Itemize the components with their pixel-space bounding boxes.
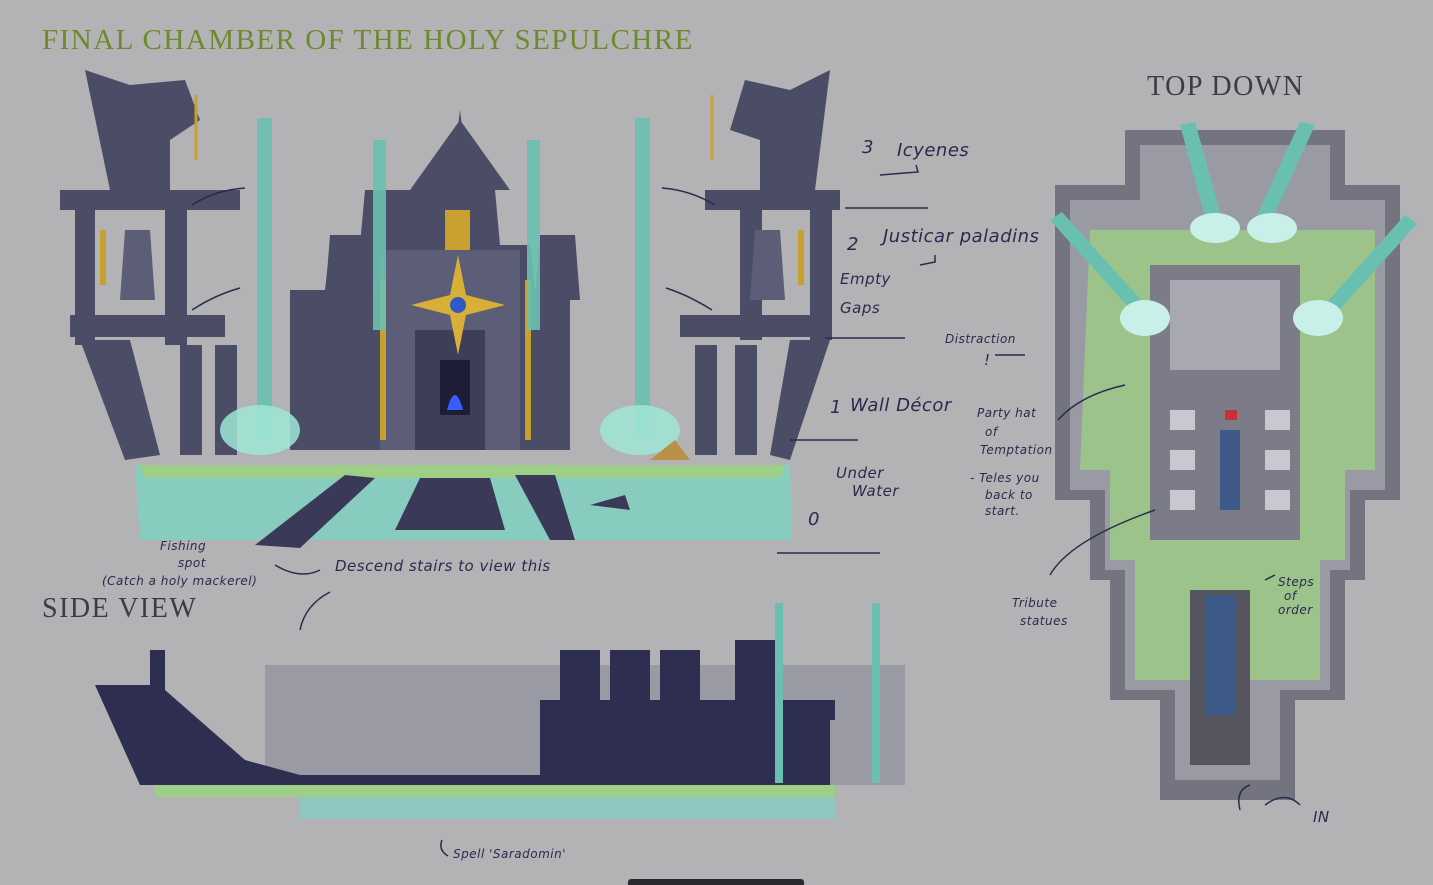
party-hat-label-1: Party hat xyxy=(977,406,1037,420)
fishing-spot-label-1: Fishing xyxy=(160,539,207,553)
top-down-illustration xyxy=(1050,122,1417,800)
teles-label-2: back to xyxy=(985,488,1033,502)
wall-decor-number: 1 xyxy=(830,397,842,418)
side-view-heading: SIDE VIEW xyxy=(42,593,198,624)
teles-label-1: - Teles you xyxy=(970,471,1040,485)
front-annotation-lines xyxy=(191,164,936,631)
under-water-label-2: Water xyxy=(852,482,899,500)
steps-of-order-label-3: order xyxy=(1278,603,1313,617)
under-water-label-1: Under xyxy=(836,464,884,482)
fishing-spot-label-2: spot xyxy=(178,556,206,570)
wall-decor-label: Wall Décor xyxy=(850,395,952,416)
entrance-in-label: IN xyxy=(1313,808,1330,826)
steps-of-order-label-1: Steps xyxy=(1278,575,1315,589)
teles-label-3: start. xyxy=(985,504,1020,518)
icyenes-number: 3 xyxy=(862,137,874,158)
page-title: FINAL CHAMBER OF THE HOLY SEPULCHRE xyxy=(42,24,694,56)
distraction-exclaim: ! xyxy=(984,351,991,369)
tribute-statues-label-2: statues xyxy=(1020,614,1068,628)
spell-saradomin-note: Spell 'Saradomin' xyxy=(453,847,567,861)
distraction-label: Distraction xyxy=(945,332,1016,346)
paladins-number: 2 xyxy=(847,234,859,255)
icyenes-label: Icyenes xyxy=(897,140,970,161)
side-view-illustration xyxy=(95,603,905,819)
paladins-label: Justicar paladins xyxy=(883,226,1040,247)
top-down-heading: TOP DOWN xyxy=(1147,71,1305,102)
party-hat-label-3: Temptation xyxy=(980,443,1053,457)
steps-of-order-label-2: of xyxy=(1284,589,1297,603)
front-view-illustration xyxy=(60,70,840,548)
tribute-statues-label-1: Tribute xyxy=(1012,596,1058,610)
descend-stairs-note: Descend stairs to view this xyxy=(335,557,551,575)
party-hat-label-2: of xyxy=(985,425,998,439)
fishing-spot-label-3: (Catch a holy mackerel) xyxy=(102,574,258,588)
empty-gaps-label-1: Empty xyxy=(840,270,891,288)
window-scrollbar[interactable] xyxy=(628,879,804,885)
underwater-zero: 0 xyxy=(808,509,820,530)
empty-gaps-label-2: Gaps xyxy=(840,299,881,317)
